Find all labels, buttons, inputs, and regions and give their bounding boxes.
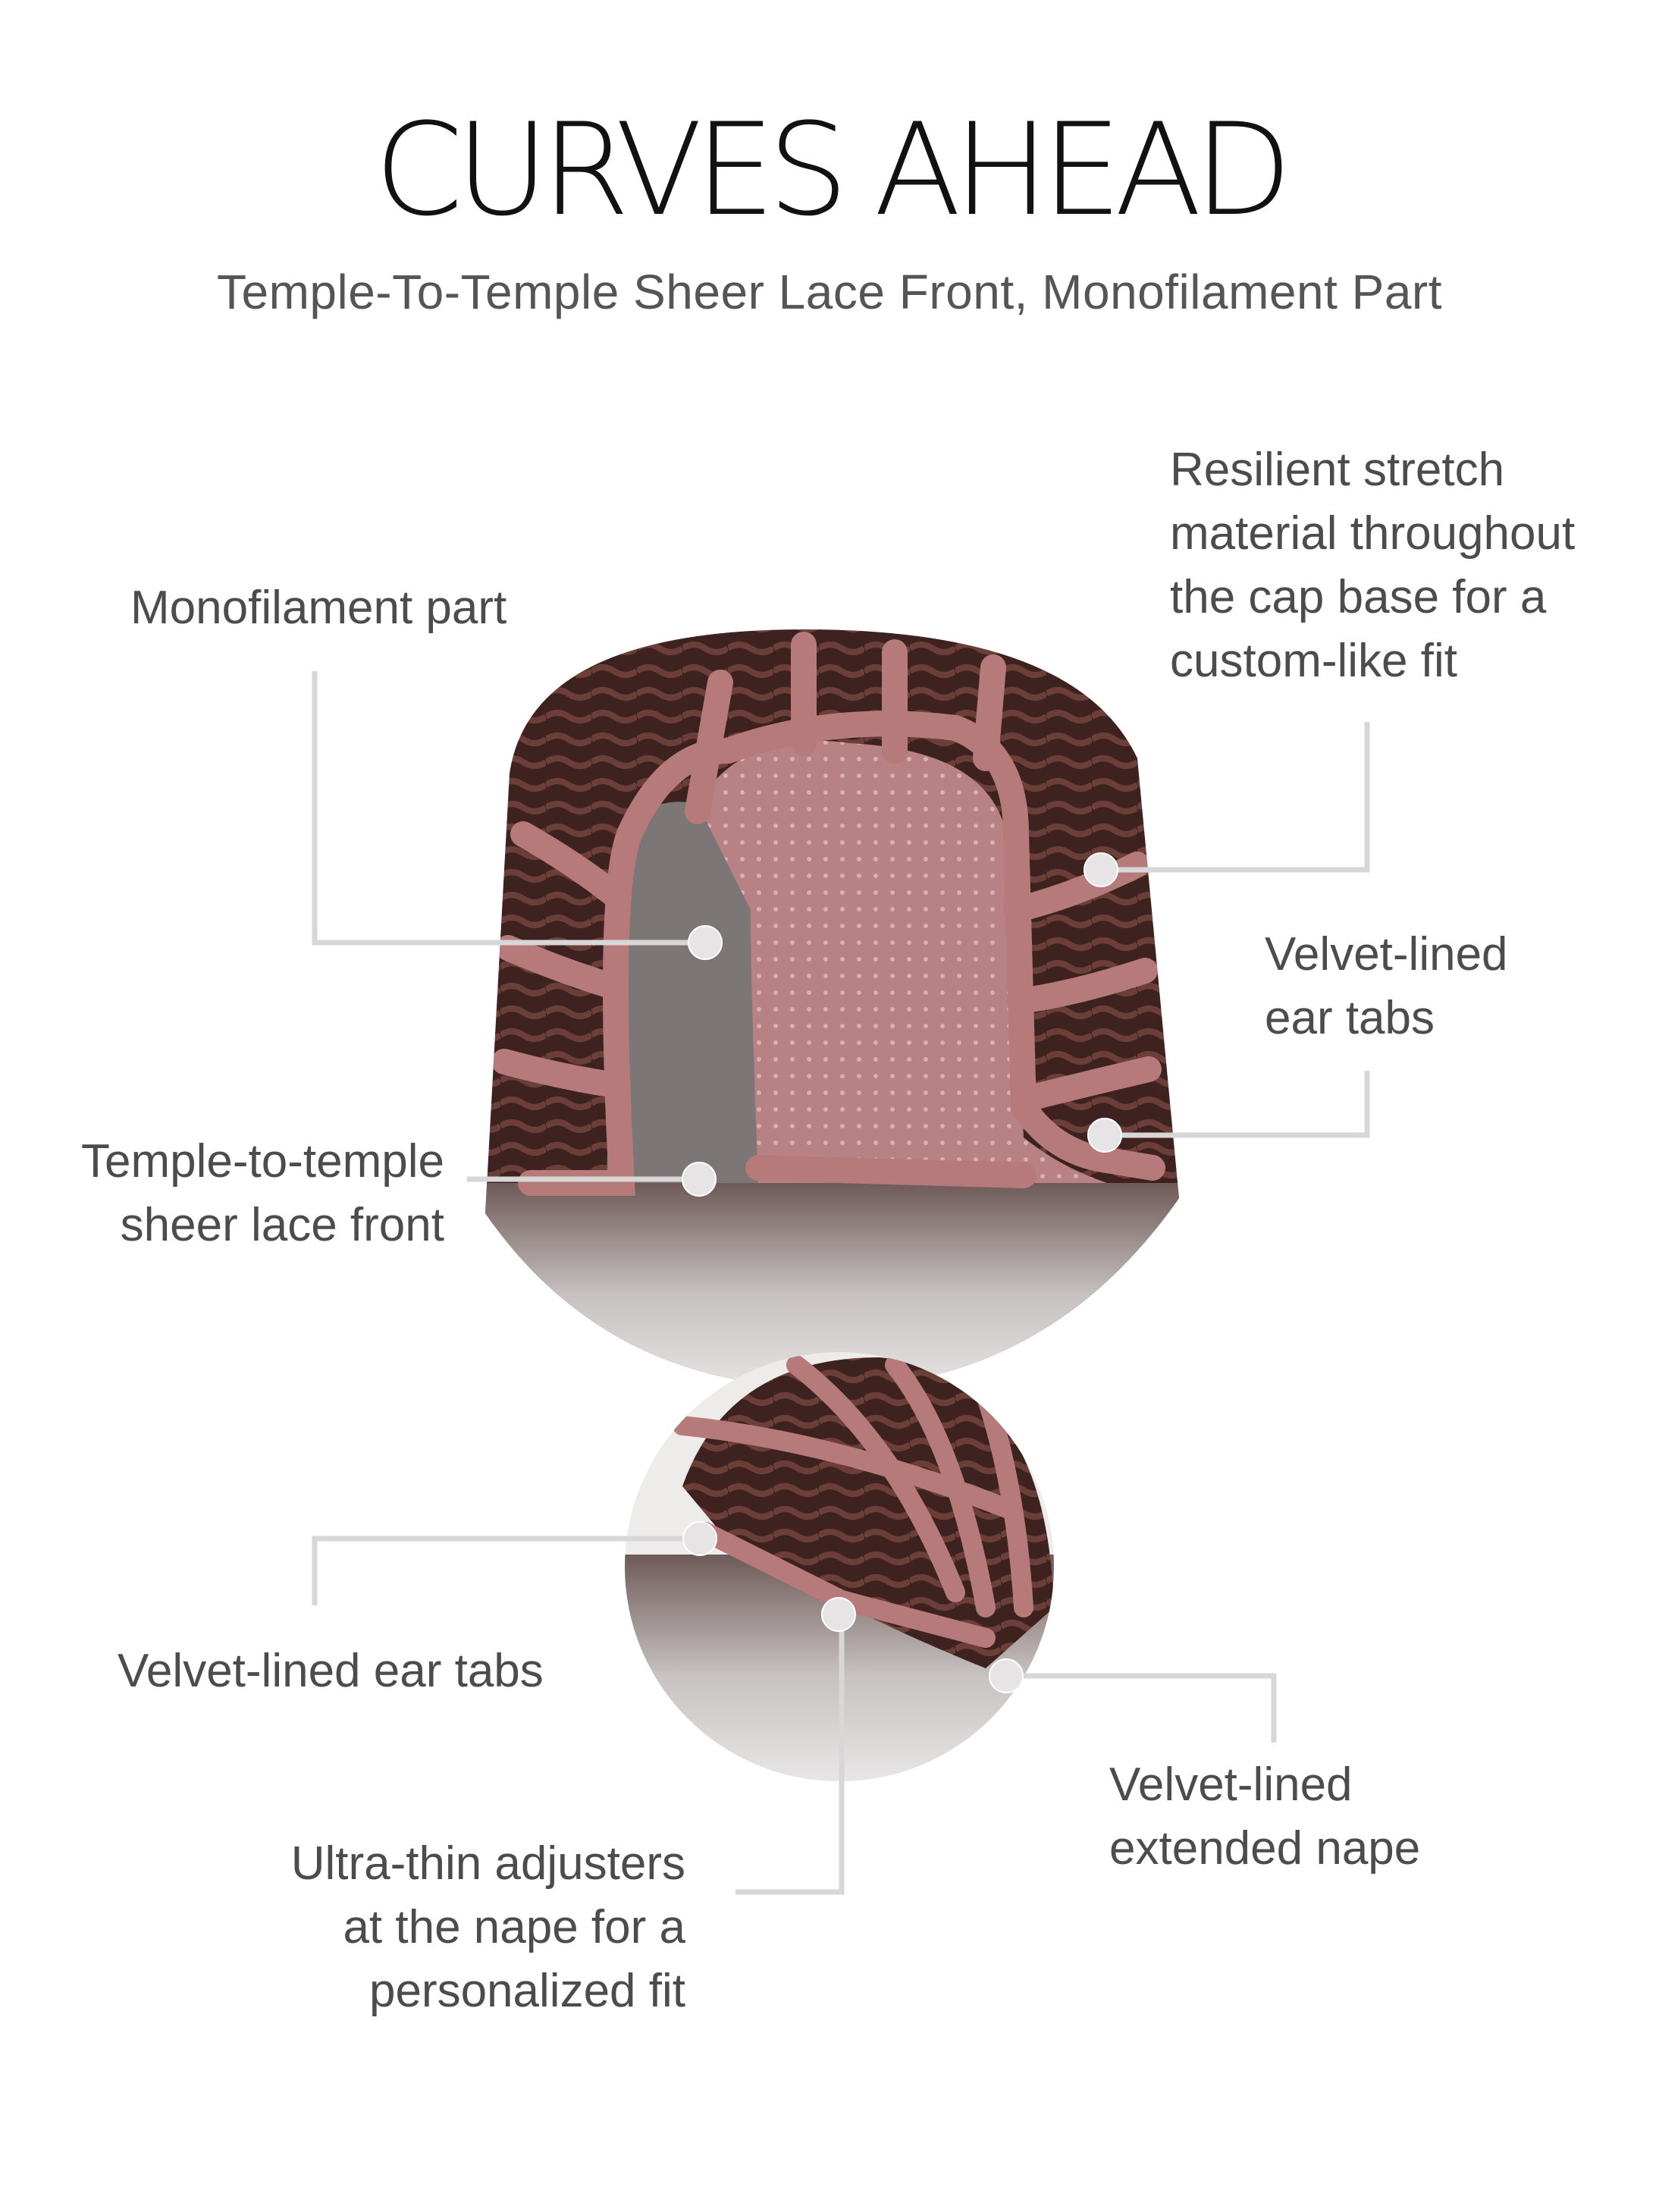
callout-line: Velvet-lined xyxy=(1265,928,1508,980)
callout-line: sheer lace front xyxy=(120,1199,444,1251)
callout-line: extended nape xyxy=(1109,1822,1421,1875)
callout-lace-front: Temple-to-temple sheer lace front xyxy=(45,1130,444,1257)
callout-monofilament-part: Monofilament part xyxy=(130,582,507,634)
callout-line: Ultra-thin adjusters xyxy=(290,1837,685,1890)
callout-velvet-ear-tabs-top: Velvet-lined ear tabs xyxy=(1265,923,1508,1050)
callout-line: ear tabs xyxy=(1265,992,1435,1044)
callout-line: Resilient stretch xyxy=(1170,444,1505,496)
leader-lines xyxy=(312,671,1370,1895)
callout-line: the cap base for a xyxy=(1170,571,1547,623)
cap-interior-view xyxy=(485,629,1179,1388)
callout-adjusters: Ultra-thin adjusters at the nape for a p… xyxy=(190,1832,685,2023)
callout-extended-nape: Velvet-lined extended nape xyxy=(1109,1753,1420,1881)
callout-line: material throughout xyxy=(1170,507,1576,560)
callout-dots xyxy=(682,852,1122,1693)
page-title: CURVES AHEAD xyxy=(374,96,1293,244)
callout-line: custom-like fit xyxy=(1170,635,1457,687)
callout-velvet-ear-tabs-bottom: Velvet-lined ear tabs xyxy=(118,1645,544,1697)
callout-line: Temple-to-temple xyxy=(81,1135,444,1188)
callout-line: personalized fit xyxy=(368,1965,685,2017)
callout-resilient-stretch: Resilient stretch material throughout th… xyxy=(1170,438,1575,693)
callout-line: at the nape for a xyxy=(343,1901,685,1953)
page-subtitle: Temple-To-Temple Sheer Lace Front, Monof… xyxy=(216,265,1443,319)
callout-line: Velvet-lined xyxy=(1109,1759,1353,1811)
